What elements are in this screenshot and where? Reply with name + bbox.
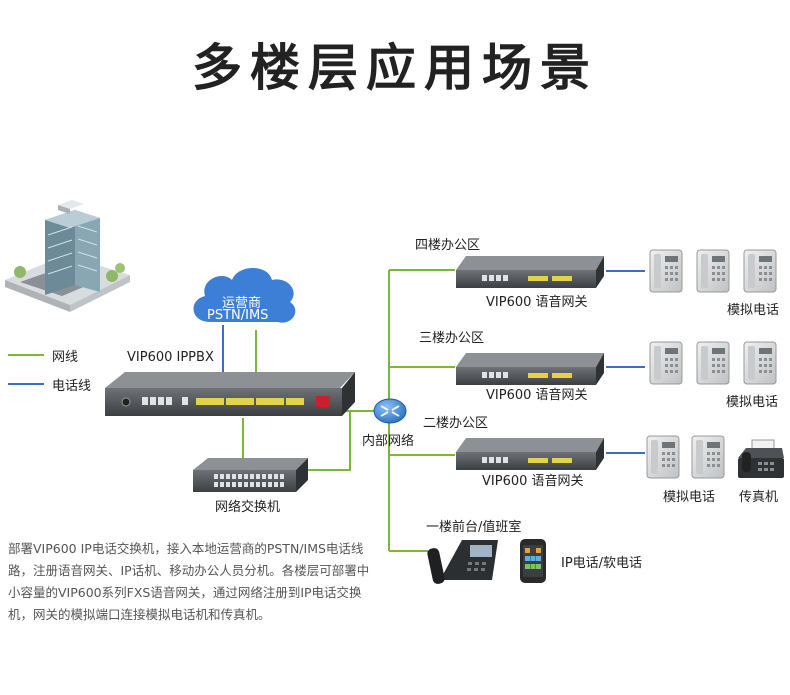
fax-machine-icon (738, 439, 784, 478)
gateway-floor4-icon (456, 256, 604, 288)
cloud-label-pstn: PSTN/IMS (207, 308, 269, 323)
floor4-gateway-label: VIP600 语音网关 (486, 295, 588, 310)
router-icon (373, 398, 407, 424)
page-title: 多楼层应用场景 (192, 39, 598, 97)
carrier-cloud-icon (193, 268, 296, 323)
building-icon (5, 200, 130, 312)
legend-network-line-label: 网线 (52, 350, 79, 365)
cloud-label-carrier: 运营商 (222, 296, 262, 311)
floor2-gateway-label: VIP600 语音网关 (482, 474, 584, 489)
analog-phones-floor3-icon (649, 341, 777, 385)
floor4-label: 四楼办公区 (415, 238, 481, 253)
description-text: 部署VIP600 IP电话交换机，接入本地运营商的PSTN/IMS电话线路，注册… (8, 541, 370, 622)
floor4-phone-label: 模拟电话 (727, 303, 780, 318)
switch-label: 网络交换机 (215, 500, 281, 515)
phone-lines (222, 270, 645, 454)
network-switch-icon (193, 458, 308, 492)
analog-phones-floor4-icon (649, 249, 777, 293)
floor2-fax-label: 传真机 (739, 490, 779, 505)
floor2-label: 二楼办公区 (423, 416, 489, 431)
ippbx-label: VIP600 IPPBX (127, 350, 214, 365)
floor1-label: 一楼前台/值班室 (426, 520, 522, 535)
analog-phones-floor2-icon (646, 435, 725, 479)
floor3-phone-label: 模拟电话 (726, 395, 779, 410)
floor3-label: 三楼办公区 (419, 331, 485, 346)
floor1-terminal-label: IP电话/软电话 (561, 556, 643, 571)
gateway-floor3-icon (456, 353, 604, 385)
smartphone-icon (520, 539, 546, 583)
gateway-floor2-icon (456, 438, 604, 470)
ip-phone-icon (427, 540, 498, 584)
floor2-phone-label: 模拟电话 (663, 490, 716, 505)
floor3-gateway-label: VIP600 语音网关 (486, 388, 588, 403)
router-label: 内部网络 (362, 434, 415, 449)
ippbx-device-icon (105, 372, 355, 416)
legend-phone-line-label: 电话线 (52, 379, 92, 394)
